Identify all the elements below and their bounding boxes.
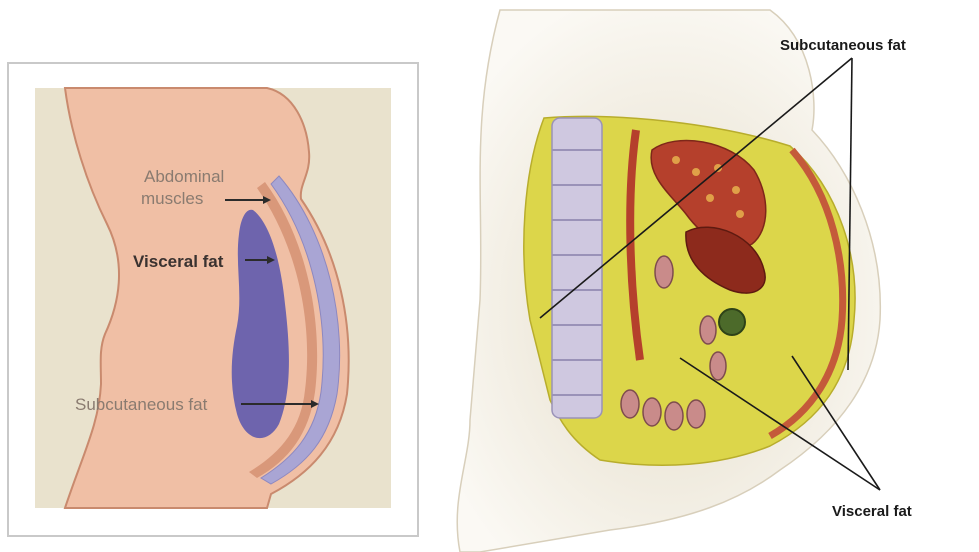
left-diagram-panel: Abdominal muscles Visceral fat Subcutane… xyxy=(7,62,419,537)
label-abdominal-muscles-line1: Abdominal xyxy=(144,167,224,186)
abdomen-schematic: Abdominal muscles Visceral fat Subcutane… xyxy=(9,64,417,535)
label-abdominal-muscles-line2: muscles xyxy=(141,189,203,208)
spine xyxy=(552,118,602,418)
label-subcutaneous-fat: Subcutaneous fat xyxy=(75,395,208,414)
organ-dot xyxy=(736,210,744,218)
organ-dot xyxy=(706,194,714,202)
label-visceral-fat: Visceral fat xyxy=(133,252,224,271)
label-visceral-fat: Visceral fat xyxy=(832,503,912,520)
abdomen-cross-section: Subcutaneous fat Visceral fat xyxy=(440,0,979,552)
right-diagram-panel: Subcutaneous fat Visceral fat xyxy=(440,0,979,552)
organ-dot xyxy=(732,186,740,194)
organ-dot xyxy=(692,168,700,176)
small-organ xyxy=(719,309,745,335)
label-subcutaneous-fat: Subcutaneous fat xyxy=(780,37,906,54)
organ-dot xyxy=(672,156,680,164)
